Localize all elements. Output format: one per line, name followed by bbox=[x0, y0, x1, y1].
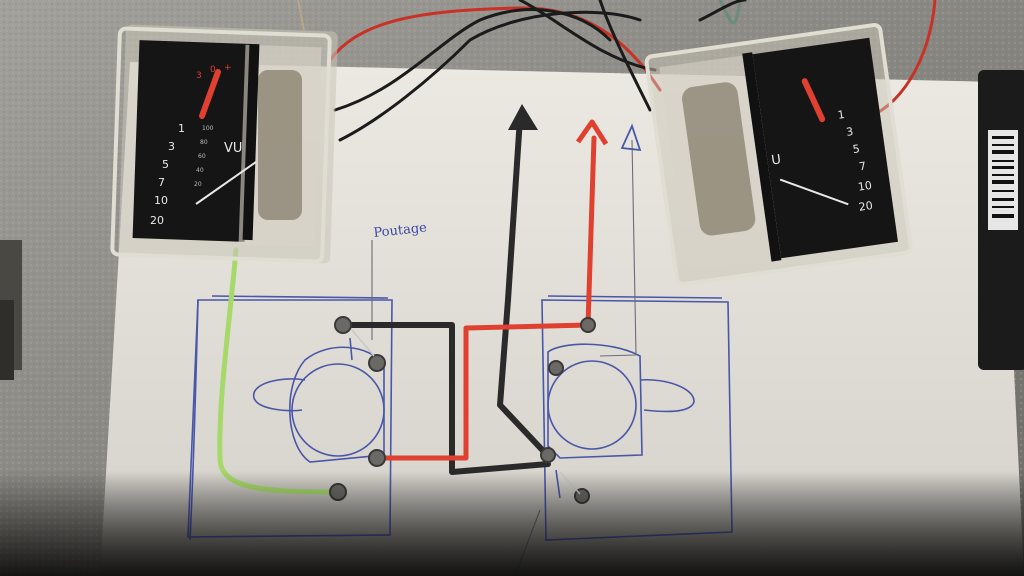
real-wires bbox=[297, 0, 937, 142]
right-meter-needle bbox=[779, 178, 849, 206]
bottom-shadow bbox=[0, 470, 1024, 576]
left-vu-meter: 3 1 3 5 7 10 20 0 + 100 80 60 40 20 VU bbox=[110, 24, 338, 264]
right-meter-unit: U bbox=[770, 152, 782, 168]
left-meter-needle bbox=[195, 161, 257, 205]
right-vu-meter: U 1 3 5 7 10 20 bbox=[644, 23, 913, 287]
left-meter-pct-4: 20 bbox=[194, 181, 202, 188]
left-meter-pct-0: 100 bbox=[202, 125, 214, 132]
left-meter-mark-3: 5 bbox=[162, 158, 169, 171]
left-meter-mark-1: 1 bbox=[178, 122, 185, 135]
left-meter-face bbox=[132, 40, 252, 242]
right-meter-mark-5: 20 bbox=[858, 199, 874, 214]
right-meter-face bbox=[752, 37, 898, 259]
left-meter-mark-0: 3 bbox=[196, 71, 202, 81]
left-meter-mark-5: 10 bbox=[154, 194, 168, 207]
right-meter-mark-3: 7 bbox=[858, 160, 867, 174]
left-meter-red-1: + bbox=[224, 63, 232, 73]
right-meter-mark-0: 1 bbox=[837, 108, 846, 122]
left-meter-pct-3: 40 bbox=[196, 167, 204, 174]
right-meter-mark-4: 10 bbox=[857, 179, 873, 194]
sketch-note: Poutage bbox=[373, 220, 428, 241]
left-meter-red-0: 0 bbox=[210, 65, 216, 75]
arrow-up-red-icon bbox=[575, 119, 609, 146]
arrow-up-black-icon bbox=[508, 104, 538, 130]
drawn-black-wire bbox=[342, 115, 551, 475]
right-meter-mark-1: 3 bbox=[845, 125, 854, 139]
left-meter-pct-1: 80 bbox=[200, 139, 208, 146]
left-meter-mark-6: 20 bbox=[150, 214, 164, 227]
left-meter-unit: VU bbox=[224, 141, 242, 156]
left-meter-mark-2: 3 bbox=[168, 140, 175, 153]
left-meter-mark-4: 7 bbox=[158, 176, 165, 189]
arrow-up-outline-icon bbox=[620, 123, 642, 152]
right-meter-mark-2: 5 bbox=[852, 142, 861, 156]
left-meter-pct-2: 60 bbox=[198, 153, 206, 160]
drawn-red-wire bbox=[373, 135, 597, 461]
battery-object bbox=[978, 70, 1024, 370]
